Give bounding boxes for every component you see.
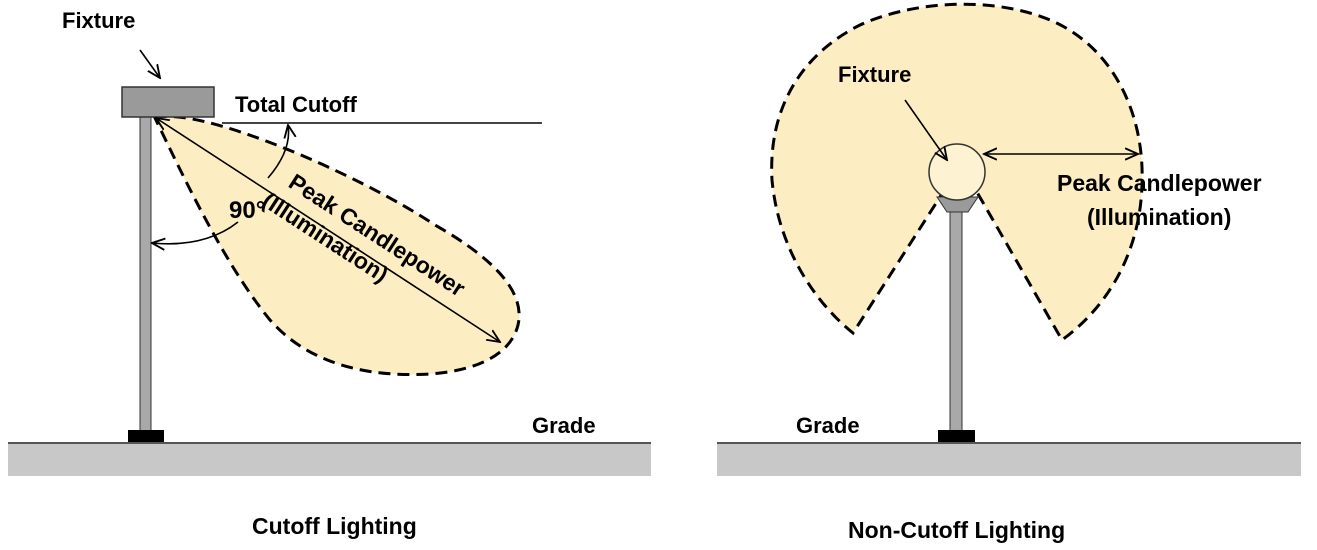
non-cutoff-fixture-pointer — [904, 99, 947, 160]
non-cutoff-peak-label-line2: (Illumination) — [1087, 204, 1231, 230]
cutoff-grade-label: Grade — [532, 413, 596, 438]
non-cutoff-fixture — [928, 143, 986, 201]
cutoff-caption: Cutoff Lighting — [252, 513, 417, 539]
angle-arc-upper — [267, 125, 289, 179]
non-cutoff-grade-label: Grade — [796, 413, 860, 438]
angle-arc-lower — [152, 221, 239, 244]
non-cutoff-pole-base — [938, 430, 975, 443]
cutoff-pole-base — [128, 430, 164, 443]
non-cutoff-caption: Non-Cutoff Lighting — [848, 517, 1065, 543]
non-cutoff-pole — [949, 207, 963, 434]
non-cutoff-fixture-label: Fixture — [838, 62, 911, 87]
cutoff-fixture — [121, 86, 215, 118]
non-cutoff-peak-label-line1: Peak Candlepower — [1057, 170, 1262, 196]
cutoff-peak-arrow — [156, 118, 500, 342]
cutoff-pole — [139, 115, 152, 433]
cutoff-fixture-pointer — [139, 49, 160, 78]
non-cutoff-ground — [717, 443, 1301, 476]
cutoff-fixture-label: Fixture — [62, 8, 135, 33]
angle-label: 90° — [229, 197, 265, 224]
total-cutoff-label: Total Cutoff — [235, 92, 357, 117]
cutoff-ground — [8, 443, 651, 476]
non-cutoff-lighting-panel: Fixture Peak Candlepower (Illumination) … — [717, 2, 1301, 543]
cutoff-lighting-panel: Fixture Total Cutoff 90° Peak Candlepowe… — [8, 8, 651, 539]
